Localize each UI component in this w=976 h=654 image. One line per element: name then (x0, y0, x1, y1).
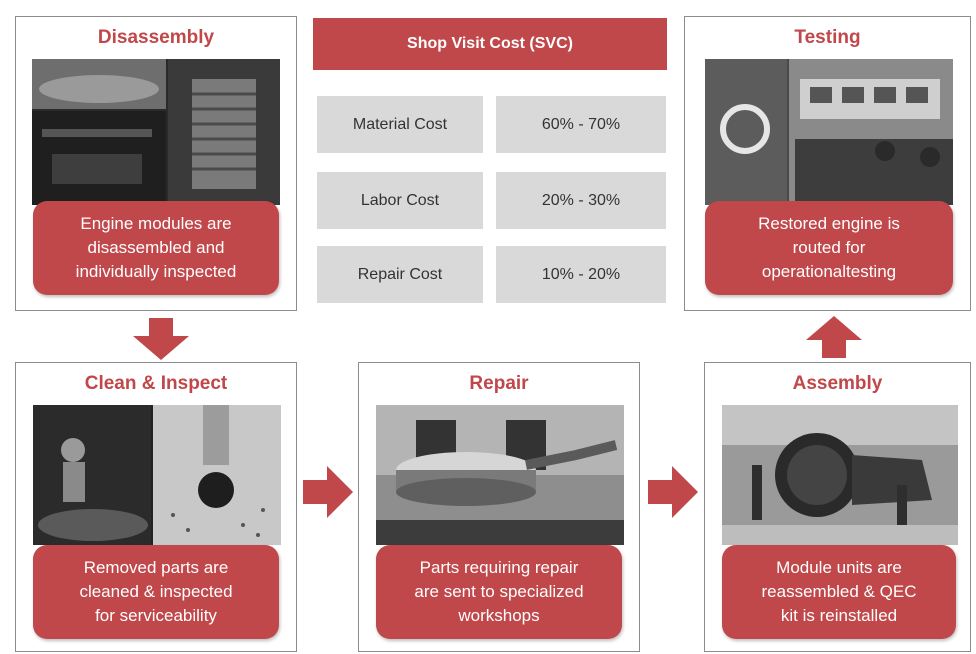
caption-line: are sent to specialized (414, 582, 584, 601)
caption-line: individually inspected (75, 262, 237, 281)
testing-title: Testing (794, 27, 861, 48)
repair-title: Repair (469, 373, 529, 394)
caption-line: cleaned & inspected (79, 582, 233, 601)
disassembly-caption: Engine modules are disassembled and indi… (33, 201, 279, 295)
svc-label-repair: Repair Cost (317, 246, 483, 303)
clean-inspect-caption: Removed parts are cleaned & inspected fo… (33, 545, 279, 639)
caption-line: reassembled & QEC (761, 582, 917, 601)
clean-inspect-panel: Clean & Inspect Removed parts are cleane… (15, 362, 297, 652)
caption-line: disassembled and (87, 238, 225, 257)
down-arrow-icon (133, 318, 189, 360)
disassembly-panel: Disassembly Engine modules are disassemb… (15, 16, 297, 311)
testing-panel: Testing Restored engine is routed for op… (684, 16, 971, 311)
svc-value-repair: 10% - 20% (496, 246, 666, 303)
testing-photo (705, 59, 953, 205)
disassembly-photo (32, 59, 280, 205)
disassembly-title: Disassembly (97, 27, 215, 48)
svc-label-material: Material Cost (317, 96, 483, 153)
svc-label-labor: Labor Cost (317, 172, 483, 229)
caption-line: Module units are (776, 558, 902, 577)
caption-line: for serviceability (95, 606, 217, 625)
up-arrow-icon (806, 316, 862, 358)
assembly-photo (722, 405, 958, 545)
caption-line: Parts requiring repair (419, 558, 579, 577)
caption-line: operationaltesting (761, 262, 897, 281)
clean-inspect-photo (33, 405, 281, 545)
assembly-panel: Assembly Module units are reassembled & … (704, 362, 971, 652)
caption-line: Removed parts are (83, 558, 229, 577)
svc-value-labor: 20% - 30% (496, 172, 666, 229)
repair-panel: Repair Parts requiring repair are sent t… (358, 362, 640, 652)
caption-line: Restored engine is (758, 214, 900, 233)
repair-photo (376, 405, 624, 545)
svc-value-material: 60% - 70% (496, 96, 666, 153)
svc-title: Shop Visit Cost (SVC) (313, 18, 667, 70)
testing-caption: Restored engine is routed for operationa… (705, 201, 953, 295)
caption-line: Engine modules are (80, 214, 232, 233)
clean-inspect-title: Clean & Inspect (84, 373, 228, 394)
repair-caption: Parts requiring repair are sent to speci… (376, 545, 622, 639)
right-arrow-icon (648, 466, 698, 518)
caption-line: kit is reinstalled (780, 606, 898, 625)
assembly-caption: Module units are reassembled & QEC kit i… (722, 545, 956, 639)
assembly-title: Assembly (792, 373, 883, 394)
caption-line: workshops (458, 606, 540, 625)
right-arrow-icon (303, 466, 353, 518)
caption-line: routed for (792, 238, 866, 257)
